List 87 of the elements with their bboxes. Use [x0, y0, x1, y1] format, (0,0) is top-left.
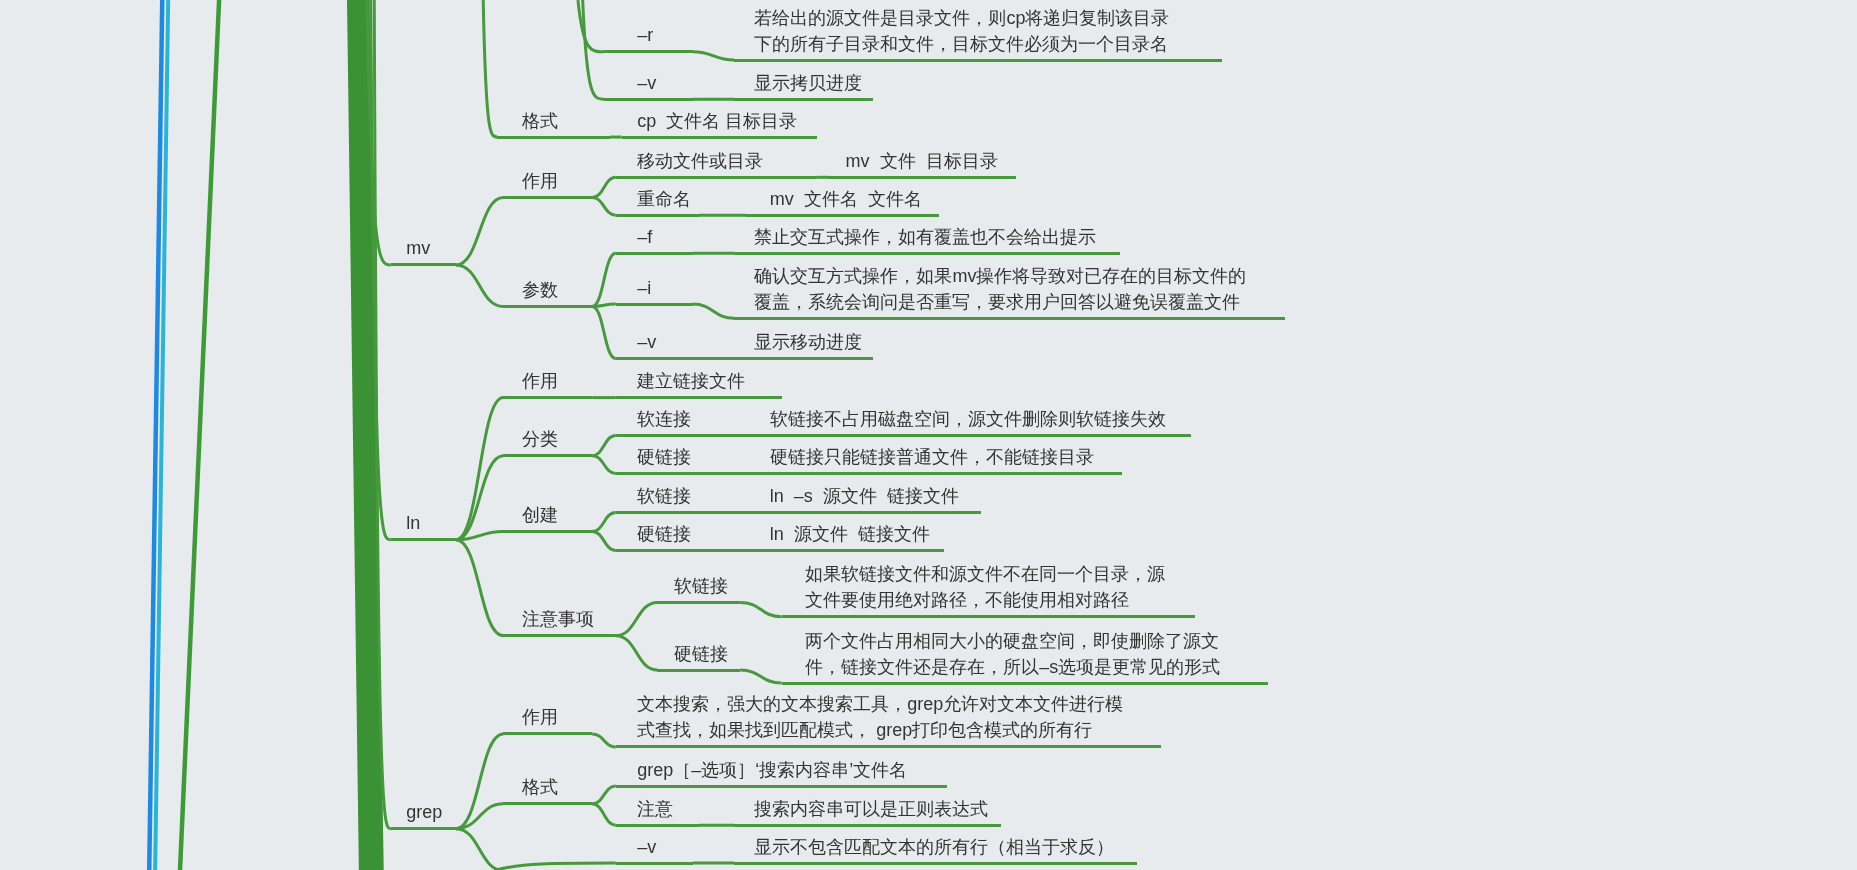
branch-connector [455, 263, 504, 308]
topic-label: ln –s 源文件 链接文件 [746, 483, 981, 514]
topic-label: 创建 [503, 501, 593, 533]
topic-label: 软链接 [615, 483, 699, 514]
branch-connector [698, 511, 747, 514]
topic-label: 注意 [615, 795, 699, 827]
branch-connector [692, 251, 735, 255]
branch-connector [698, 434, 747, 437]
topic-label: 显示不包含匹配文本的所有行（相当于求反） [734, 833, 1137, 865]
branch-connector [592, 732, 616, 749]
branch-connector [740, 601, 782, 619]
topic-label: 若给出的源文件是目录文件，则cp将递归复制该目录下的所有子目录和文件，目标文件必须为一个目录名 [734, 4, 1223, 62]
branch-connector [591, 454, 617, 475]
topic-label: mv 文件 目标目录 [829, 147, 1017, 179]
topic-label: 分类 [503, 426, 593, 458]
topic-label: ln 源文件 链接文件 [746, 520, 944, 552]
branch-connector [494, 861, 616, 870]
branch-connector [365, 0, 391, 267]
branch-connector [609, 135, 622, 139]
topic-label: mv 文件名 文件名 [746, 185, 940, 217]
topic-label: –v [615, 329, 693, 360]
branch-connector [591, 434, 617, 458]
topic-label: 作用 [503, 167, 593, 199]
branch-connector [615, 634, 658, 672]
topic-label: 格式 [497, 107, 610, 139]
branch-connector [692, 861, 735, 865]
branch-connector [698, 471, 747, 475]
topic-label: 软链接 [657, 573, 741, 604]
branch-connector [692, 357, 735, 361]
topic-label: 移动文件或目录 [615, 147, 818, 179]
branch-connector [698, 823, 735, 827]
branch-connector [369, 0, 392, 542]
branch-connector [576, 0, 604, 54]
topic-label: –f [615, 223, 693, 255]
branch-connector [817, 175, 829, 179]
topic-label: cp 文件名 目标目录 [621, 107, 818, 139]
topic-label: 两个文件占用相同大小的硬盘空间，即使删除了源文件，链接文件还是存在，所以–s选项是更常见的形式 [781, 627, 1269, 685]
branch-connector [591, 784, 617, 806]
branch-connector [592, 396, 616, 400]
topic-label: –v [615, 833, 693, 865]
topic-label: 软链接不占用磁盘空间，源文件删除则软链接失效 [746, 406, 1192, 437]
topic-label: 作用 [503, 368, 593, 400]
topic-label: –v [604, 69, 693, 101]
branch-connector [591, 529, 617, 552]
branch-connector [591, 802, 617, 827]
topic-label: 搜索内容串可以是正则表达式 [734, 795, 1001, 827]
topic-label: –i [615, 274, 693, 306]
topic-label: grep［–选项］‘搜索内容串’文件名 [615, 756, 948, 788]
branch-connector [692, 97, 735, 101]
branch-connector [591, 175, 617, 199]
topic-label: ln [390, 510, 456, 542]
branch-connector [455, 196, 504, 267]
topic-label: grep [390, 799, 456, 831]
branch-connector [591, 305, 617, 360]
branch-connector [591, 511, 617, 533]
topic-label: 硬链接 [657, 640, 741, 672]
topic-label: 显示移动进度 [734, 329, 873, 360]
topic-label: 格式 [503, 774, 593, 806]
branch-connector [692, 302, 735, 320]
branch-connector [591, 251, 617, 308]
branch-connector [740, 668, 782, 685]
topic-label: 确认交互方式操作，如果mv操作将导致对已存在的目标文件的覆盖，系统会询问是否重写，要求用户回答以避免误覆盖文件 [734, 262, 1285, 320]
branch-connector [481, 0, 498, 139]
branch-connector [591, 195, 617, 217]
branch-connector [698, 548, 747, 552]
topic-label: 注意事项 [503, 606, 616, 638]
topic-label: 如果软链接文件和源文件不在同一个目录，源文件要使用绝对路径，不能使用相对路径 [781, 561, 1195, 619]
topic-label: 建立链接文件 [615, 368, 782, 400]
branch-connector [581, 0, 605, 101]
topic-label: mv [390, 235, 456, 267]
topic-label: 软连接 [615, 406, 699, 437]
topic-label: 硬链接只能链接普通文件，不能链接目录 [746, 443, 1122, 475]
topic-label: 硬链接 [615, 443, 699, 475]
branch-connector [372, 0, 393, 830]
branch-connector [692, 50, 735, 62]
branch-connector [592, 302, 616, 308]
branch-connector [455, 529, 504, 542]
topic-label: –r [604, 22, 693, 54]
topic-label: 参数 [503, 276, 593, 308]
branch-connector [455, 538, 504, 638]
topic-label: 作用 [503, 704, 593, 736]
topic-label: 硬链接 [615, 520, 699, 552]
topic-label: 重命名 [615, 185, 699, 217]
topic-label: 文本搜索，强大的文本搜索工具，grep允许对文本文件进行模式查找，如果找到匹配模式， grep打印包含模式的所有行 [615, 691, 1161, 749]
topic-label: 显示拷贝进度 [734, 69, 873, 101]
branch-connector [698, 213, 747, 217]
topic-label: 禁止交互式操作，如有覆盖也不会给出提示 [734, 223, 1121, 255]
